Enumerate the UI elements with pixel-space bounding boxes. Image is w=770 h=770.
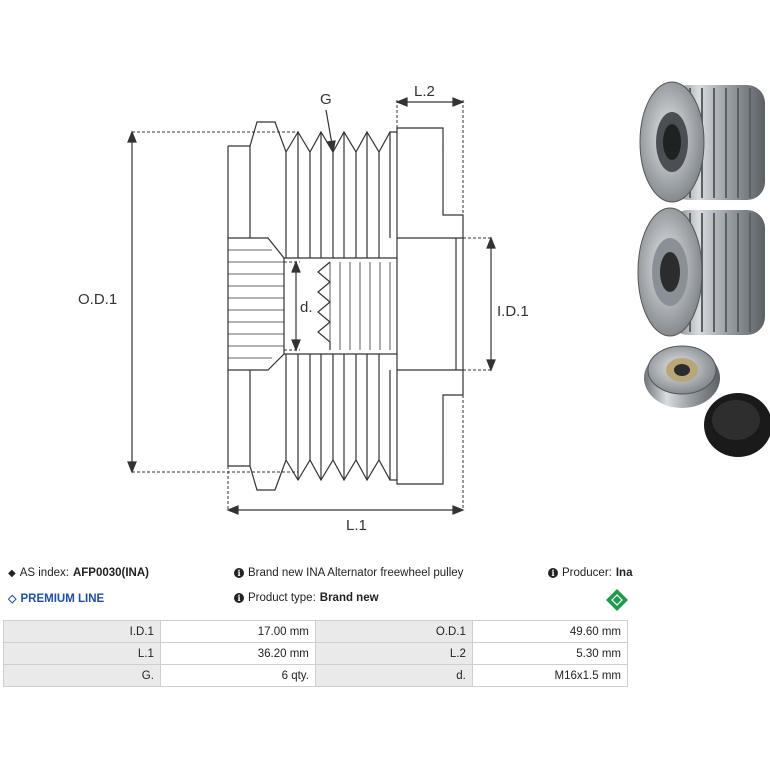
product-type: i Product type: Brand new xyxy=(234,592,379,604)
description-text: Brand new INA Alternator freewheel pulle… xyxy=(248,567,464,579)
specs-table: I.D.1 17.00 mm O.D.1 49.60 mm L.1 36.20 … xyxy=(3,620,629,687)
spec-value: M16x1.5 mm xyxy=(471,664,629,687)
spline-lines xyxy=(228,249,284,359)
as-index: ◆ AS index: AFP0030(INA) xyxy=(8,567,149,579)
ina-logo-icon xyxy=(606,589,628,611)
label-d: d. xyxy=(300,299,313,316)
producer-value: Ina xyxy=(615,567,633,579)
rib-lines-bottom xyxy=(249,354,398,480)
spec-value: 6 qty. xyxy=(159,664,316,687)
label-id1: I.D.1 xyxy=(497,303,529,320)
info-icon: i xyxy=(234,593,244,603)
producer-label: Producer: xyxy=(562,567,612,579)
label-od1: O.D.1 xyxy=(78,291,117,308)
table-row: G. 6 qty. d. M16x1.5 mm xyxy=(3,664,629,687)
description: i Brand new INA Alternator freewheel pul… xyxy=(234,567,463,579)
product-type-value: Brand new xyxy=(319,592,379,604)
spec-label: d. xyxy=(314,664,473,687)
spec-value: 36.20 mm xyxy=(159,642,316,665)
rib-lines-top xyxy=(249,132,398,258)
info-icon: i xyxy=(548,568,558,578)
thread-lines xyxy=(329,262,391,350)
spec-value: 5.30 mm xyxy=(471,642,629,665)
tag-icon: ◆ xyxy=(8,567,16,579)
spec-value: 49.60 mm xyxy=(471,620,629,643)
info-icon: i xyxy=(234,568,244,578)
technical-drawing: G L.2 O.D.1 d. I.D.1 L.1 xyxy=(78,83,529,534)
bore xyxy=(284,237,464,371)
table-row: L.1 36.20 mm L.2 5.30 mm xyxy=(3,642,629,665)
pulley-photo-3 xyxy=(644,345,720,408)
producer: i Producer: Ina xyxy=(548,567,632,579)
spec-label: O.D.1 xyxy=(314,620,473,643)
pulley-photo-1 xyxy=(639,81,765,203)
spec-label: L.2 xyxy=(314,642,473,665)
spec-label: L.1 xyxy=(3,642,161,665)
product-type-label: Product type: xyxy=(248,592,316,604)
product-meta: ◆ AS index: AFP0030(INA) i Brand new INA… xyxy=(0,560,640,620)
spline-hub xyxy=(227,237,285,371)
dust-cap-photo xyxy=(704,393,770,457)
diamond-icon: ◇ xyxy=(8,593,17,605)
premium-line-text: PREMIUM LINE xyxy=(20,592,105,605)
label-l2: L.2 xyxy=(414,83,435,100)
thread-teeth xyxy=(317,261,331,350)
pulley-photo-2 xyxy=(637,207,765,337)
table-row: I.D.1 17.00 mm O.D.1 49.60 mm xyxy=(3,620,629,643)
pulley-outline xyxy=(227,121,464,491)
spec-value: 17.00 mm xyxy=(159,620,316,643)
label-g: G xyxy=(320,91,332,108)
spec-label: I.D.1 xyxy=(3,620,161,643)
product-photos xyxy=(637,81,770,457)
label-l1: L.1 xyxy=(346,517,367,534)
as-index-value: AFP0030(INA) xyxy=(72,567,149,579)
premium-line: ◇ PREMIUM LINE xyxy=(8,592,105,606)
as-index-label: AS index: xyxy=(19,567,69,579)
spec-label: G. xyxy=(3,664,161,687)
